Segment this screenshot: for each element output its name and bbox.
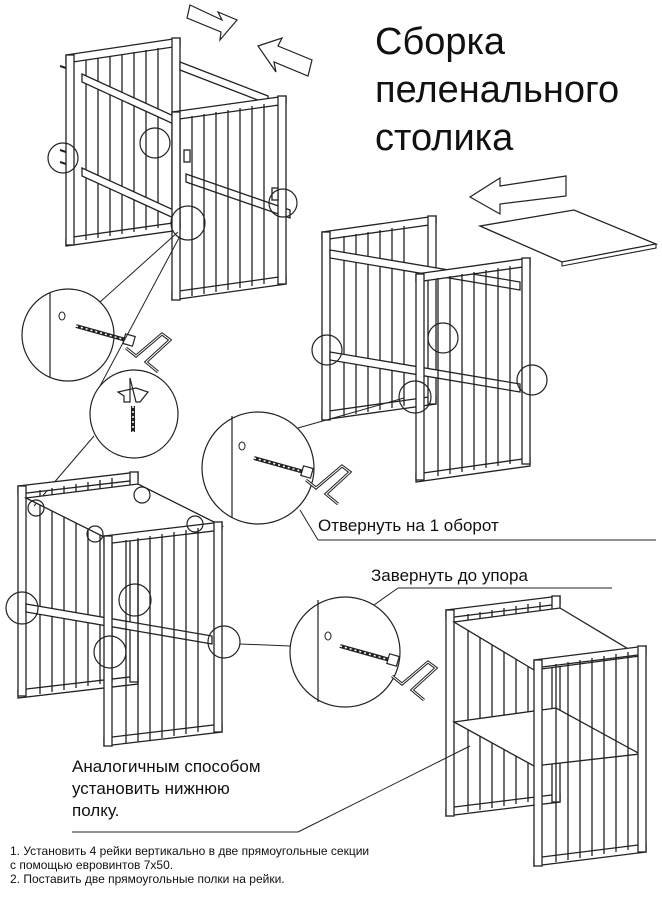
detail-circle xyxy=(311,322,548,414)
detail-zoom-allen-key xyxy=(33,235,181,507)
crib-frame-middle xyxy=(321,215,531,483)
note-step-1-continued: с помощью евровинтов 7х50. xyxy=(10,858,174,872)
callout-line: Аналогичным способом xyxy=(72,757,261,776)
title-line: Сборка xyxy=(375,21,506,63)
callout-line: полку. xyxy=(72,801,120,820)
changing-table-assembled xyxy=(17,471,225,747)
title-line: пеленального xyxy=(375,69,620,111)
crib-side-panel-front xyxy=(171,95,287,301)
page-title: Сборка пеленального столика xyxy=(375,18,660,162)
arrow-left-icon xyxy=(468,175,567,216)
detail-circle xyxy=(5,486,241,669)
changing-table-with-shelf xyxy=(445,595,647,867)
crib-side-panel-back xyxy=(59,37,181,247)
callout-line: установить нижнюю xyxy=(72,779,230,798)
callout-unscrew: Отвернуть на 1 оборот xyxy=(318,516,499,535)
detail-zoom-screw-tight xyxy=(239,587,612,708)
leader-line xyxy=(72,745,471,833)
detail-circle xyxy=(47,127,298,241)
title-line: столика xyxy=(375,117,514,159)
note-step-1: 1. Установить 4 рейки вертикально в две … xyxy=(10,844,370,858)
note-step-2: 2. Поставить две прямоугольные полки на … xyxy=(10,872,285,886)
shelf-board xyxy=(477,209,659,267)
callout-screw-tight: Завернуть до упора xyxy=(371,566,528,585)
assembly-notes: 1. Установить 4 рейки вертикально в две … xyxy=(10,844,570,886)
detail-zoom-screw xyxy=(21,231,179,382)
arrow-left-icon xyxy=(257,36,313,77)
callout-lower-shelf: Аналогичным способом установить нижнюю п… xyxy=(72,756,332,822)
arrow-right-icon xyxy=(186,4,238,42)
detail-zoom-unscrew xyxy=(201,397,656,541)
